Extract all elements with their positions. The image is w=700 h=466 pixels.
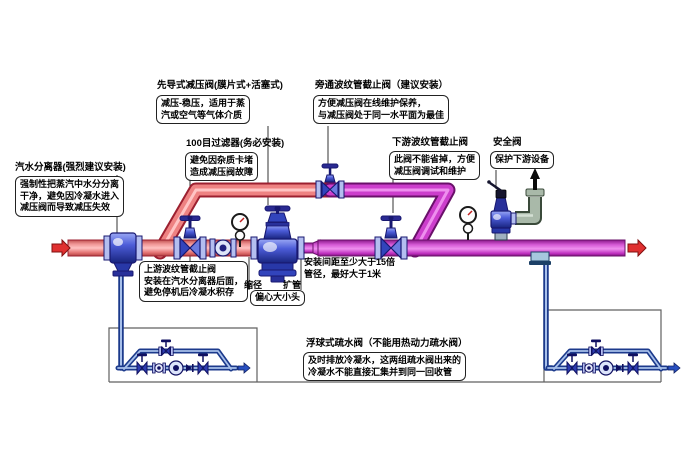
drip-leg <box>529 251 551 265</box>
note-line: 管径，最好大于1米 <box>304 269 382 280</box>
steam-trap-assembly-left <box>118 340 250 376</box>
safety-valve <box>487 180 517 241</box>
label-prv: 先导式减压阀(膜片式+活塞式) <box>157 80 283 91</box>
note-line: 汽或空气等气体介质 <box>161 109 243 120</box>
inlet-flow-arrow <box>51 238 71 258</box>
bypass-stop-valve <box>315 163 345 199</box>
note-float-trap: 及时排放冷凝水，这两组疏水阀出来的 冷凝水不能直接汇集并到同一回收管 <box>303 352 467 382</box>
note-prv: 减压-稳压，适用于蒸 汽或空气等气体介质 <box>156 95 250 125</box>
bypass-pipe-highpressure <box>152 182 342 260</box>
note-eccentric-reducer: 偏心大小头 <box>250 290 306 306</box>
steam-pipe-lowpressure <box>299 239 626 257</box>
bypass-pipe-lowpressure <box>322 182 456 258</box>
note-line: 减压阀调试和维护 <box>394 165 467 176</box>
note-line: 方便减压阀在线维护保养， <box>318 98 427 108</box>
label-bypass-valve: 旁通波纹管截止阀（建议安装） <box>315 80 449 91</box>
label-strainer: 100目过滤器(务必安装) <box>186 138 285 149</box>
note-line: 此阀不能省掉，方便 <box>394 154 476 164</box>
label-downstream-valve: 下游波纹管截止阀 <box>392 137 469 148</box>
note-line: 减压阀而导致减压失效 <box>20 202 111 213</box>
pressure-gauge-downstream <box>459 206 477 241</box>
note-line: 与减压阀处于同一水平面为最佳 <box>318 109 445 120</box>
note-upstream-valve: 上游波纹管截止阀 安装在汽水分离器后面， 避免停机后冷凝水积存 <box>139 261 249 303</box>
outlet-flow-arrow <box>627 238 647 258</box>
pressure-reducing-valve <box>250 205 305 283</box>
note-line: 强制性把蒸汽中水分分离 <box>20 179 120 189</box>
note-line: 减压-稳压，适用于蒸 <box>161 98 245 108</box>
note-line: 保护下游设备 <box>495 154 550 164</box>
note-line: 上游波纹管截止阀 <box>144 264 217 274</box>
text-install-spacing: 安装间距至少大于15倍 管径，最好大于1米 <box>304 256 395 280</box>
note-line: 干净，避免因冷凝水进入 <box>20 190 120 201</box>
note-line: 冷凝水不能直接汇集并到同一回收管 <box>308 366 453 377</box>
steam-separator <box>103 232 143 277</box>
note-strainer: 避免因杂质卡堵 造成减压阀故障 <box>185 152 259 182</box>
label-steam-separator: 汽水分离器(强烈建议安装) <box>15 162 126 173</box>
note-line: 及时排放冷凝水，这两组疏水阀出来的 <box>308 355 462 365</box>
note-downstream-valve: 此阀不能省掉，方便 减压阀调试和维护 <box>389 151 481 181</box>
vent-arrow <box>530 168 540 190</box>
note-line: 造成减压阀故障 <box>190 166 254 177</box>
note-line: 避免因杂质卡堵 <box>190 155 254 165</box>
note-line: 安装在汽水分离器后面， <box>144 275 244 286</box>
note-bypass-valve: 方便减压阀在线维护保养， 与减压阀处于同一水平面为最佳 <box>313 95 450 125</box>
condensate-drain-right <box>543 261 555 371</box>
label-reducer: 缩径 <box>244 280 263 290</box>
steam-trap-assembly-right <box>548 340 680 376</box>
label-safety-valve: 安全阀 <box>493 137 522 148</box>
label-expander: 扩管 <box>283 280 302 290</box>
vent-pipe <box>515 188 545 225</box>
note-line: 安装间距至少大于15倍 <box>304 257 396 267</box>
note-safety-valve: 保护下游设备 <box>490 151 555 169</box>
note-steam-separator: 强制性把蒸汽中水分分离 干净，避免因冷凝水进入 减压阀而导致减压失效 <box>15 176 125 218</box>
note-line: 避免停机后冷凝水积存 <box>144 287 235 298</box>
label-float-trap: 浮球式疏水阀（不能用热动力疏水阀） <box>306 338 468 349</box>
strainer-100mesh <box>209 238 237 258</box>
note-line: 偏心大小头 <box>255 292 301 302</box>
